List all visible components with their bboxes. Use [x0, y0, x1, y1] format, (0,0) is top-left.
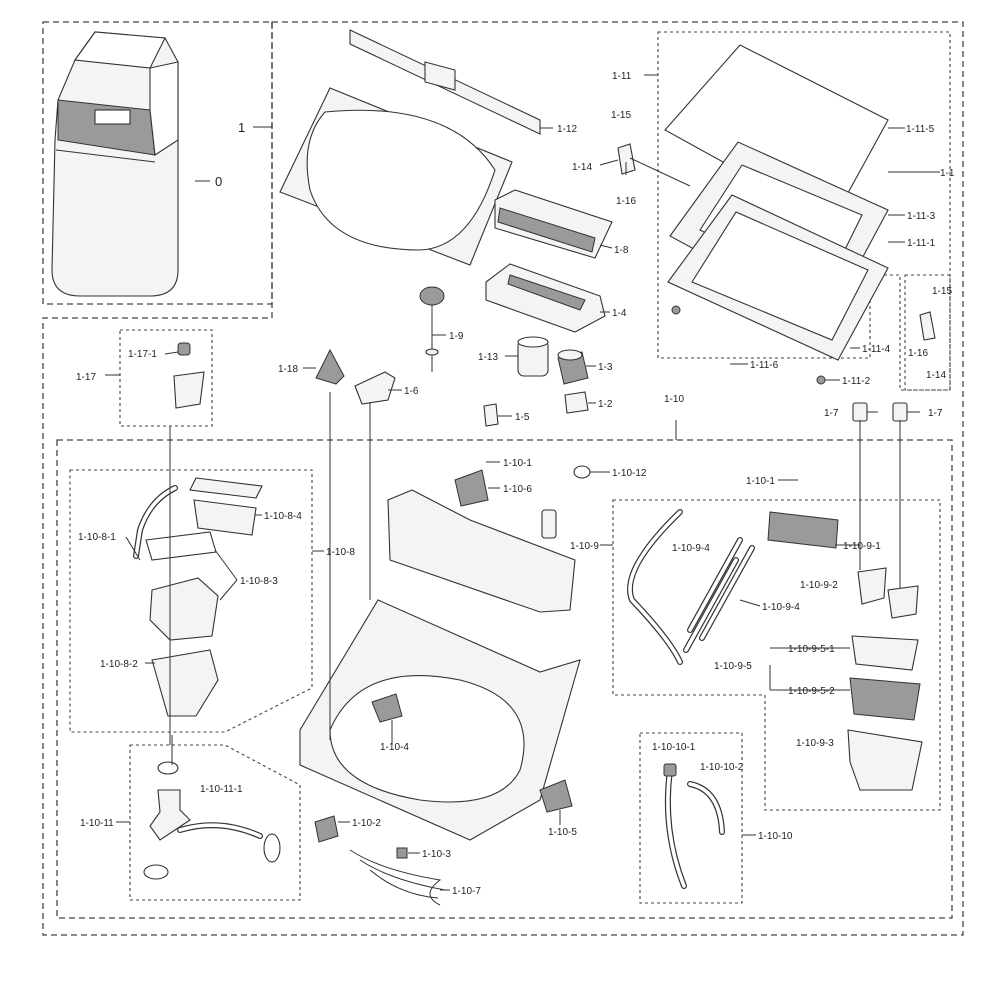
label-1-4: 1-4 — [612, 308, 627, 319]
label-1-13: 1-13 — [478, 352, 498, 363]
label-1-11-5: 1-11-5 — [906, 124, 935, 135]
washing-machine-illustration — [51, 31, 179, 297]
frame-assembly-1-10-9 — [612, 499, 941, 811]
pcb-housing-part-1-4 — [485, 263, 606, 333]
label-1-11-1: 1-11-1 — [907, 238, 936, 249]
cap-part-1-3 — [557, 349, 589, 385]
leader-lines — [105, 74, 940, 891]
label-1-10-9-4-top: 1-10-9-4 — [672, 543, 710, 554]
label-1-10-9: 1-10-9 — [570, 541, 599, 552]
label-1-10-1-right: 1-10-1 — [746, 476, 775, 487]
motor-part-1-13 — [517, 336, 549, 377]
base-frame-part-1-10 — [299, 489, 581, 841]
ring-part-1-10-12 — [573, 465, 591, 479]
label-1-11-6: 1-11-6 — [750, 360, 779, 371]
label-1-10: 1-10 — [664, 394, 684, 405]
label-1-14-right: 1-14 — [926, 370, 946, 381]
handle-part-1-18 — [315, 348, 345, 385]
label-1-17-1: 1-17-1 — [128, 349, 157, 360]
sensor-part-1-10-2 — [314, 815, 339, 843]
label-1-10-9-5: 1-10-9-5 — [714, 661, 752, 672]
label-1-10-4: 1-10-4 — [380, 742, 409, 753]
label-1-10-10: 1-10-10 — [758, 831, 793, 842]
frame-assembly-1 — [42, 21, 964, 936]
label-1-10-8: 1-10-8 — [326, 547, 355, 558]
frame-assembly-1-10-8 — [69, 469, 313, 733]
label-1-12: 1-12 — [557, 124, 577, 135]
top-frame-part — [279, 29, 541, 266]
label-1-10-2: 1-10-2 — [352, 818, 381, 829]
part-labels: 0 1 1-12 1-8 1-4 1-9 1-13 1-3 1-2 1-5 1-… — [76, 71, 955, 897]
connector-part-1-10-3 — [396, 847, 408, 859]
label-1-15-left: 1-15 — [611, 110, 631, 121]
dispenser-parts-1-10-8 — [133, 477, 263, 717]
lid-assembly-1-11 — [664, 44, 889, 385]
frame-assembly-1-10-11 — [129, 744, 301, 901]
label-1-11-4: 1-11-4 — [862, 344, 891, 355]
label-1-11-3: 1-11-3 — [907, 211, 936, 222]
bracket-part-1-2 — [564, 391, 589, 414]
label-1-11: 1-11 — [612, 71, 632, 82]
label-1-11-2: 1-11-2 — [842, 376, 871, 387]
label-1-7-left: 1-7 — [824, 408, 839, 419]
label-1-3: 1-3 — [598, 362, 613, 373]
label-1-16-right: 1-16 — [908, 348, 928, 359]
label-1-14-left: 1-14 — [572, 162, 592, 173]
hinge-parts-1-14-1-16 — [617, 143, 936, 341]
label-1-10-5: 1-10-5 — [548, 827, 577, 838]
drain-parts-1-10-11 — [143, 761, 281, 880]
frame-assembly-1-11 — [657, 31, 951, 391]
label-1-10-1: 1-10-1 — [503, 458, 532, 469]
valves-part-1-7 — [852, 402, 908, 422]
label-1-10-8-4: 1-10-8-4 — [264, 511, 302, 522]
label-1-10-3: 1-10-3 — [422, 849, 451, 860]
label-1-18: 1-18 — [278, 364, 298, 375]
frame-assembly-1-10-10 — [639, 732, 743, 904]
label-1-10-7: 1-10-7 — [452, 886, 481, 897]
label-1-10-11-1: 1-10-11-1 — [200, 784, 243, 795]
label-1-16-left: 1-16 — [616, 196, 636, 207]
label-1-10-9-5-2: 1-10-9-5-2 — [788, 686, 835, 697]
capacitor-part — [541, 509, 557, 539]
label-1-17: 1-17 — [76, 372, 96, 383]
label-1-7-right: 1-7 — [928, 408, 943, 419]
label-1-10-6: 1-10-6 — [503, 484, 532, 495]
hose-parts-1-10-10 — [663, 763, 725, 889]
label-1-6: 1-6 — [404, 386, 419, 397]
knob-part-1-6 — [354, 371, 396, 405]
label-1-9: 1-9 — [449, 331, 464, 342]
label-1-1: 1-1 — [940, 168, 955, 179]
water-supply-parts-1-10-9 — [627, 509, 923, 791]
label-1-10-8-3: 1-10-8-3 — [240, 576, 278, 587]
label-1-2: 1-2 — [598, 399, 613, 410]
filter-part-1-8 — [494, 189, 613, 259]
label-1-10-9-1: 1-10-9-1 — [843, 541, 881, 552]
frame-assembly-1-17 — [119, 329, 213, 427]
label-1-10-9-5-1: 1-10-9-5-1 — [788, 644, 835, 655]
valve-shaft-part-1-9 — [419, 286, 445, 372]
label-1-10-8-1: 1-10-8-1 — [78, 532, 116, 543]
label-1-10-8-2: 1-10-8-2 — [100, 659, 138, 670]
label-1-10-10-1: 1-10-10-1 — [652, 742, 696, 753]
wire-harness-part-1-10-7 — [349, 849, 446, 906]
label-1-10-9-3: 1-10-9-3 — [796, 738, 834, 749]
label-1: 1 — [238, 120, 245, 135]
label-1-10-10-2: 1-10-10-2 — [700, 762, 744, 773]
label-1-15-right: 1-15 — [932, 286, 952, 297]
frame-subgroup-1-14-1-16 — [904, 274, 951, 391]
label-1-10-9-4-mid: 1-10-9-4 — [762, 602, 800, 613]
frame-assembly-1-10 — [56, 439, 953, 919]
pump-part-1-10-6 — [454, 469, 489, 507]
cup-part-1-17 — [173, 342, 205, 409]
label-1-10-11: 1-10-11 — [80, 818, 114, 829]
label-1-5: 1-5 — [515, 412, 530, 423]
label-1-10-12: 1-10-12 — [612, 468, 647, 479]
label-0: 0 — [215, 174, 222, 189]
label-1-10-9-2: 1-10-9-2 — [800, 580, 838, 591]
clip-part-1-5 — [483, 403, 499, 427]
label-1-8: 1-8 — [614, 245, 629, 256]
